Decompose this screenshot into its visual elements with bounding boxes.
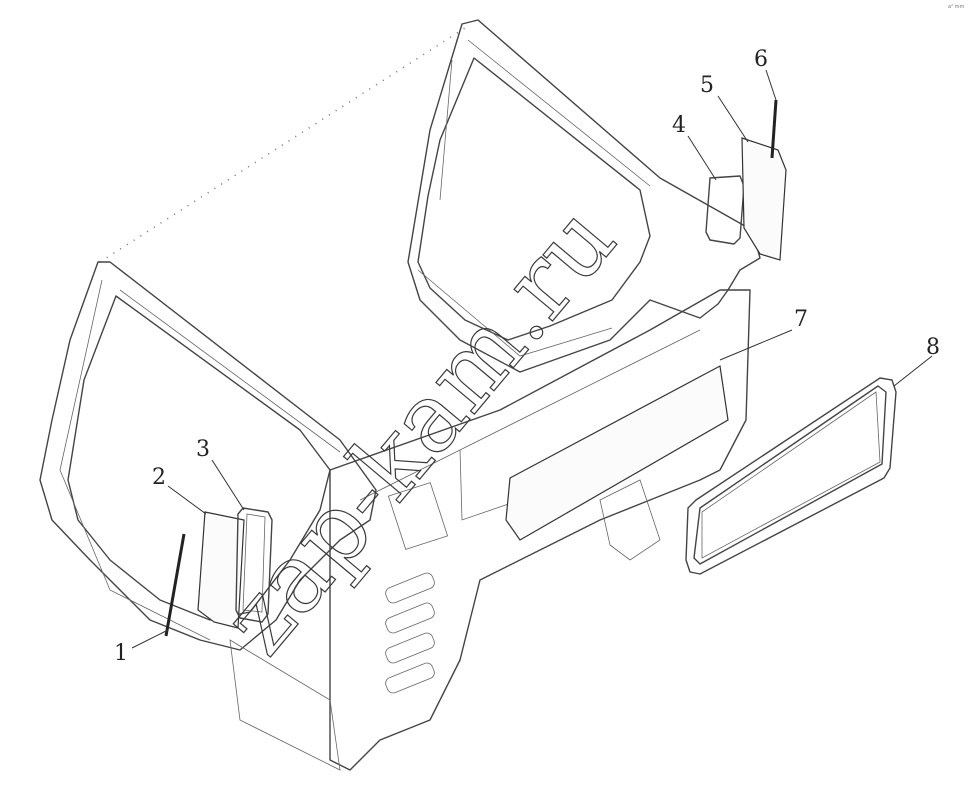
callout-4: 4	[672, 113, 686, 138]
callout-3: 3	[196, 437, 210, 462]
callout-5: 5	[700, 73, 714, 98]
callout-1: 1	[114, 641, 128, 666]
vent-slot	[385, 662, 435, 694]
side-window-opening	[505, 365, 729, 541]
vent-slot	[385, 572, 435, 604]
callout-7: 7	[794, 307, 808, 332]
part-5-rear-glass	[741, 137, 787, 261]
roof-dotted-outline	[99, 25, 469, 263]
leader-lines	[131, 69, 933, 649]
small-window	[387, 482, 449, 550]
callout-8: 8	[926, 335, 940, 360]
rear-window-frame	[407, 19, 761, 373]
cab-side-panel	[229, 289, 751, 771]
callout-6: 6	[754, 47, 768, 72]
vent-slot	[385, 632, 435, 664]
corner-mark: a² mm	[948, 4, 965, 10]
vent-slot	[385, 602, 435, 634]
part-4-rear-seal	[705, 175, 745, 245]
callout-2: 2	[152, 465, 166, 490]
part-6-rear-seal-strip	[770, 99, 778, 159]
part-3-glass-seal	[235, 507, 273, 623]
part-8-side-window-seal	[685, 377, 897, 575]
part-1-seal-strip	[164, 533, 186, 637]
